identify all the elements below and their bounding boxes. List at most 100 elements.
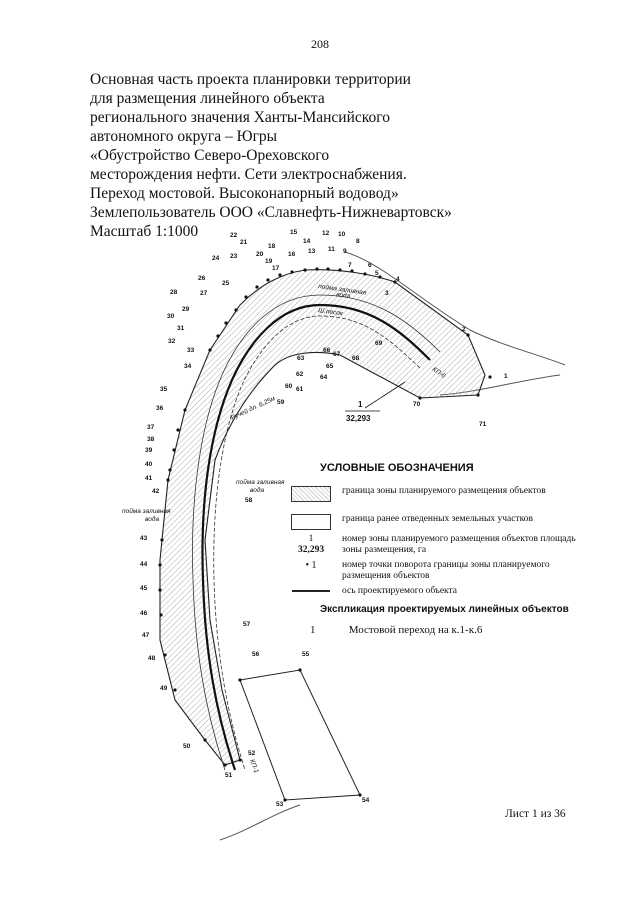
svg-text:46: 46 [140, 610, 148, 617]
svg-text:2: 2 [462, 326, 466, 333]
legend-text: номер точки поворота границы зоны планир… [342, 560, 550, 581]
project-axis [201, 303, 431, 771]
svg-text:23: 23 [230, 253, 238, 260]
svg-text:Ш.песок: Ш.песок [318, 307, 344, 318]
svg-text:24: 24 [212, 255, 220, 262]
svg-text:67: 67 [333, 351, 341, 358]
title-line: месторождения нефти. Сети электроснабжен… [90, 166, 407, 183]
zone-number-example: 1 [308, 534, 314, 544]
previous-plot-boundary [239, 669, 361, 801]
river-bank [219, 804, 301, 841]
svg-text:53: 53 [276, 801, 284, 808]
turn-points [158, 267, 492, 802]
svg-text:30: 30 [167, 313, 175, 320]
svg-text:60: 60 [285, 383, 293, 390]
svg-text:8: 8 [356, 238, 360, 245]
turn-point-example: • 1 [305, 560, 317, 571]
svg-text:вода: вода [250, 486, 264, 494]
svg-text:44: 44 [140, 561, 148, 568]
svg-text:63: 63 [297, 355, 305, 362]
svg-text:пойма заливная: пойма заливная [236, 478, 285, 486]
title-line: Переход мостовой. Высоконапорный водовод… [90, 185, 399, 202]
svg-text:32,293: 32,293 [346, 414, 371, 423]
svg-text:42: 42 [152, 488, 160, 495]
explication-text: Мостовой переход на к.1-к.6 [348, 624, 483, 636]
svg-text:71: 71 [479, 421, 487, 428]
legend-text: номер зоны планируемого размещения объек… [342, 534, 576, 555]
svg-text:вода: вода [336, 290, 351, 300]
svg-text:43: 43 [140, 535, 148, 542]
svg-text:54: 54 [362, 797, 370, 804]
explication-number: 1 [310, 624, 316, 636]
title-line: автономного округа – Югры [90, 128, 278, 145]
svg-text:27: 27 [200, 290, 208, 297]
svg-text:12: 12 [322, 230, 330, 237]
svg-text:7: 7 [348, 262, 352, 269]
svg-text:68: 68 [352, 355, 360, 362]
svg-text:11: 11 [328, 246, 335, 253]
svg-text:10: 10 [338, 231, 346, 238]
svg-text:56: 56 [252, 651, 260, 658]
explication-row: 1 Мостовой переход на к.1-к.6 [310, 624, 482, 636]
title-line: регионального значения Ханты-Мансийского [90, 109, 390, 126]
svg-text:22: 22 [230, 232, 238, 239]
svg-text:33: 33 [187, 347, 195, 354]
svg-text:31: 31 [177, 325, 185, 332]
page-number: 208 [311, 37, 329, 51]
svg-text:9: 9 [343, 248, 347, 255]
legend-text: ось проектируемого объекта [342, 586, 458, 596]
svg-text:45: 45 [140, 585, 148, 592]
svg-text:69: 69 [375, 340, 383, 347]
svg-text:38: 38 [147, 436, 155, 443]
road-edge [213, 315, 421, 771]
svg-text:66: 66 [323, 347, 331, 354]
svg-text:49: 49 [160, 685, 168, 692]
point-labels: 1 2 3 4 5 6 7 8 9 10 11 12 13 14 15 16 1… [140, 229, 508, 808]
svg-text:21: 21 [240, 239, 248, 246]
sheet-label: Лист 1 из 36 [505, 808, 566, 820]
svg-text:пойма заливная: пойма заливная [122, 507, 171, 515]
svg-text:26: 26 [198, 275, 206, 282]
svg-text:20: 20 [256, 251, 264, 258]
svg-text:4: 4 [396, 276, 400, 283]
svg-text:50: 50 [183, 743, 191, 750]
svg-text:41: 41 [145, 475, 153, 482]
scale-label: Масштаб 1:1000 [90, 223, 199, 240]
svg-text:39: 39 [145, 447, 153, 454]
svg-text:61: 61 [296, 386, 304, 393]
svg-text:28: 28 [170, 289, 178, 296]
svg-text:55: 55 [302, 651, 310, 658]
river-bank [344, 251, 566, 366]
svg-text:3: 3 [385, 290, 389, 297]
svg-text:15: 15 [290, 229, 298, 236]
svg-text:58: 58 [245, 497, 253, 504]
road-edge [192, 294, 441, 771]
svg-text:29: 29 [182, 306, 190, 313]
legend-text: граница ранее отведенных земельных участ… [342, 514, 533, 524]
title-line: Основная часть проекта планировки террит… [90, 71, 411, 88]
svg-text:34: 34 [184, 363, 192, 370]
svg-text:52: 52 [248, 750, 256, 757]
axis-line-symbol [292, 589, 330, 592]
svg-text:35: 35 [160, 386, 168, 393]
svg-text:32: 32 [168, 338, 176, 345]
svg-text:47: 47 [142, 632, 150, 639]
zone-area-example: 32,293 [297, 545, 325, 555]
svg-text:19: 19 [265, 258, 273, 265]
svg-text:57: 57 [243, 621, 251, 628]
svg-text:14: 14 [303, 238, 311, 245]
outline-swatch [291, 514, 331, 530]
title-line: «Обустройство Северо-Ореховского [90, 147, 330, 164]
svg-text:62: 62 [296, 371, 304, 378]
svg-text:40: 40 [145, 461, 153, 468]
svg-text:48: 48 [148, 655, 156, 662]
svg-text:37: 37 [147, 424, 155, 431]
svg-text:59: 59 [277, 399, 285, 406]
svg-text:51: 51 [225, 772, 233, 779]
document-title: Основная часть проекта планировки террит… [90, 70, 470, 241]
svg-text:25: 25 [222, 280, 230, 287]
svg-text:КП-1: КП-1 [248, 758, 260, 774]
svg-text:18: 18 [268, 243, 276, 250]
svg-text:64: 64 [320, 374, 328, 381]
